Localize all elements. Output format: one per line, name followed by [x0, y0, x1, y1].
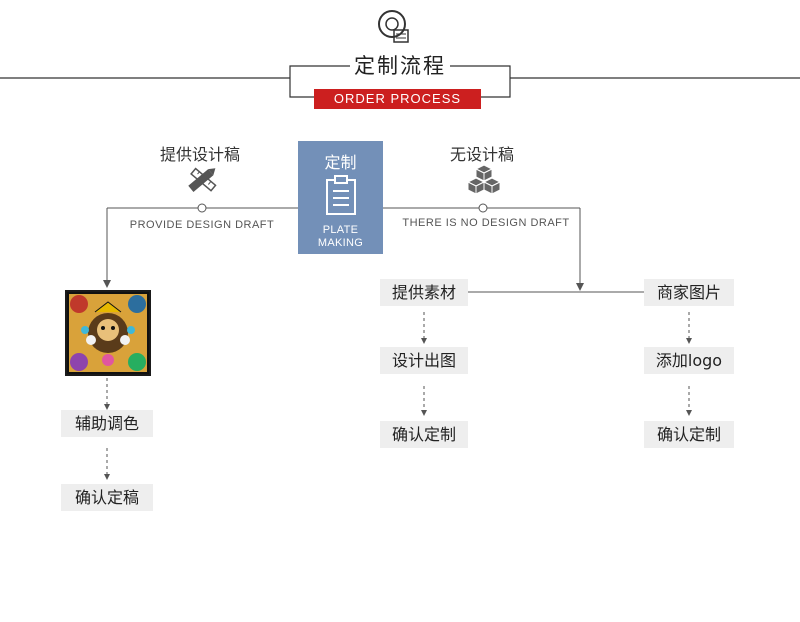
step-confirm-custom-b: 确认定制 [644, 421, 734, 448]
plate-making-title: 定制 [324, 153, 357, 172]
step-provide-material: 提供素材 [380, 279, 468, 306]
step-confirm-custom-a: 确认定制 [380, 421, 468, 448]
step-merchant-image: 商家图片 [644, 279, 734, 306]
left-branch-subtitle: PROVIDE DESIGN DRAFT [129, 219, 275, 231]
right-branch-subtitle: THERE IS NO DESIGN DRAFT [402, 217, 570, 229]
plate-making-en-line1: PLATE [322, 224, 359, 236]
step-add-logo: 添加logo [644, 347, 734, 374]
step-confirm-draft: 确认定稿 [61, 484, 153, 511]
page-subtitle-badge: ORDER PROCESS [314, 89, 481, 109]
step-design-output: 设计出图 [380, 347, 468, 374]
stacked-boxes-icon [466, 164, 502, 195]
pencil-ruler-icon [188, 167, 217, 192]
plate-making-box: 定制 PLATE MAKING [298, 141, 383, 254]
clipboard-icon [326, 175, 356, 215]
page-title: 定制流程 [354, 54, 446, 78]
left-branch-title: 提供设计稿 [159, 145, 240, 164]
step-assist-color: 辅助调色 [61, 410, 153, 437]
right-branch-title: 无设计稿 [449, 145, 514, 164]
sample-artwork-image [65, 290, 151, 376]
plate-making-en-line2: MAKING [317, 237, 364, 249]
lightbulb-gear-icon [378, 10, 409, 43]
